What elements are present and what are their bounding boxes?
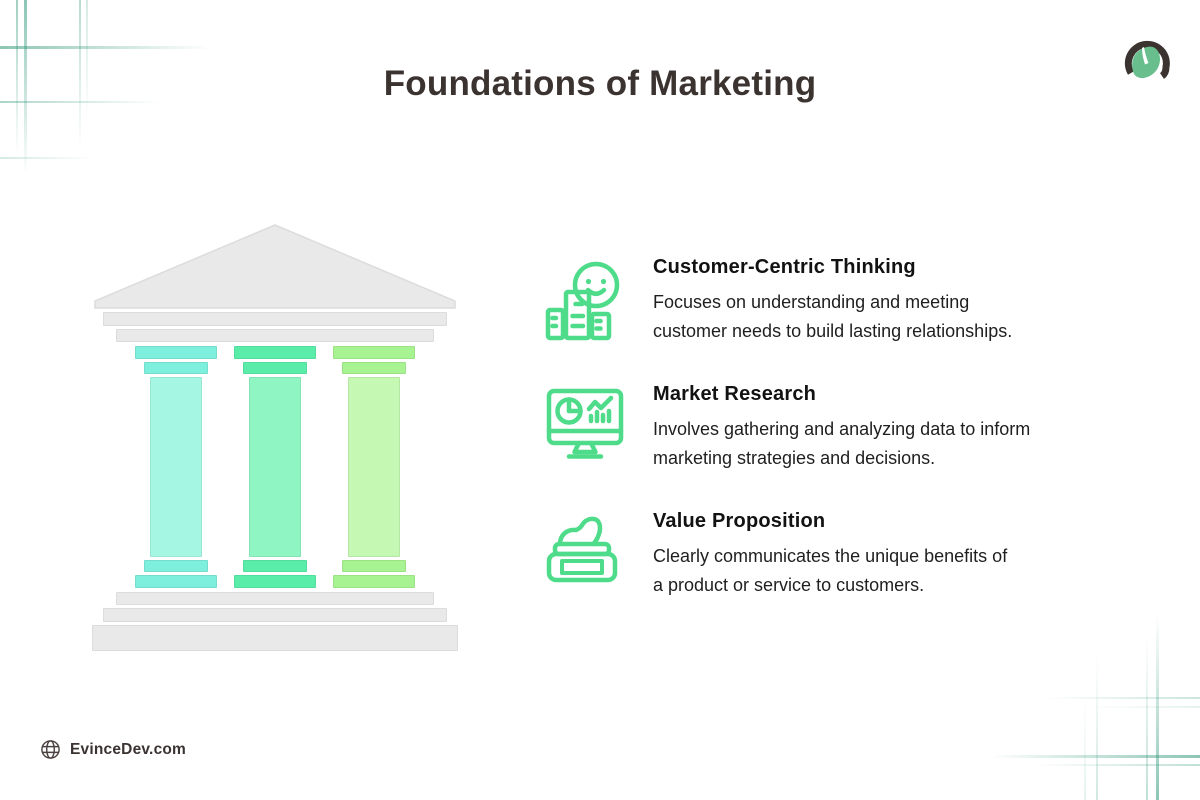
section-heading: Customer-Centric Thinking <box>653 256 916 278</box>
section-heading: Market Research <box>653 383 817 405</box>
temple-entablature-2 <box>116 329 434 342</box>
temple-pillars <box>135 346 415 591</box>
decorative-grid-bottom-right <box>980 590 1200 800</box>
temple-illustration <box>92 222 458 654</box>
customer-smiley-books-icon <box>545 260 623 342</box>
section-market-research: Market Research Involves gathering and a… <box>545 383 1145 472</box>
cream-jar-product-icon <box>545 514 623 584</box>
pillar-light-green <box>333 346 415 591</box>
section-body: Focuses on understanding and meeting cus… <box>653 292 1013 341</box>
foundations-list: Customer-Centric Thinking Focuses on und… <box>545 256 1145 599</box>
pillar-teal <box>135 346 217 591</box>
section-body: Involves gathering and analyzing data to… <box>653 419 1031 468</box>
footer-website: EvinceDev.com <box>70 740 187 758</box>
temple-step-1 <box>116 592 434 605</box>
temple-entablature-1 <box>103 312 447 326</box>
page-title: Foundations of Marketing <box>383 64 817 103</box>
analytics-monitor-icon <box>545 387 624 461</box>
temple-roof <box>94 224 456 309</box>
temple-step-3 <box>92 625 458 651</box>
temple-step-2 <box>103 608 447 622</box>
footer: EvinceDev.com <box>40 739 186 760</box>
section-body: Clearly communicates the unique benefits… <box>653 546 1008 595</box>
decorative-grid-top-left <box>0 0 220 210</box>
section-value-proposition: Value Proposition Clearly communicates t… <box>545 510 1145 599</box>
section-heading: Value Proposition <box>653 510 826 532</box>
pillar-green <box>234 346 316 591</box>
spartan-helmet-logo-icon <box>1121 36 1175 84</box>
section-customer-centric-thinking: Customer-Centric Thinking Focuses on und… <box>545 256 1145 345</box>
globe-icon <box>40 739 61 760</box>
